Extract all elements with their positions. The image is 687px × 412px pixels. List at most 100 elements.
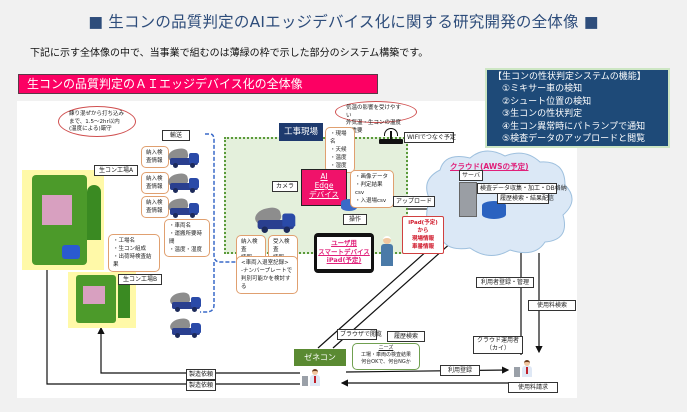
vehicle-record-box: <車両入退室記録> -ナンバープレートで 判別可能かを検討する [236,256,298,294]
receive-check-line: 受入検査 [273,239,290,253]
vehicle-info-line: ・運搬所要時間 [169,231,203,245]
delivery-check-line: 納入検査 [241,239,258,253]
factory-info-line: ・出荷時検査結果 [113,254,152,268]
factory-info-line: ・生コン組成 [113,246,147,252]
site-info-line: ・現場名 [330,131,347,145]
vehicle-info-line: ・車両名 [169,223,192,229]
cloud-function-search: 履歴検索・結果配信 [497,193,554,204]
bubble-line: 気温の影響を受けやすい [346,105,402,119]
upload-label: アップロード [393,196,435,207]
user-management-label: 利用者登録・管理 [476,277,534,288]
delivery-info-1: 納入検査情報 [141,146,169,168]
mixer-truck-icon [253,205,297,233]
ipad-send-box: iPad(予定)から 現場情報 車番情報 [402,216,444,254]
wifi-router-icon [379,128,403,146]
ai-edge-line: Edge [314,181,334,190]
factory-truck [62,245,80,259]
vehicle-record-line: -ナンバープレートで [241,268,293,274]
feature-item: ③生コンの性状判定 [502,109,583,120]
factory-a-label: 生コン工場A [94,165,138,176]
features-box: 【生コンの性状判定システムの機能】 ①ミキサー車の検知 ②シュート位置の検知 ③… [485,68,670,148]
database-icon [482,201,506,219]
bubble-line: まで、1.5～2hr以内 [69,118,120,125]
needs-line: 工場・車両の検査結果 [360,352,411,358]
user-register-label: 利用登録 [440,365,480,376]
cloud-operator-person-icon [514,359,536,379]
site-info-line: ・温度 [330,155,347,161]
zenecon-person-icon [302,368,324,388]
edge-data-line: ・入退場csv [355,198,387,204]
zenecon-label: ゼネコン [294,349,346,366]
delivery-info-2: 納入検査情報 [141,172,169,194]
feature-item: ②シュート位置の検知 [502,96,592,107]
page-title: ■ 生コンの品質判定のAIエッジデバイス化に関する研究開発の全体像 ■ [88,13,599,31]
cloud-operator-label: クラウド運用者 （カイ） [473,336,523,354]
bubble-line: 練り混ぜから打ち込み [69,111,125,117]
bubble-line: (温度による)厳守 [69,126,112,132]
factory-info-box: ・工場名 ・生コン組成 ・出荷時検査結果 [108,234,160,272]
factory-b-label: 生コン工場B [118,274,162,285]
site-info-line: ・湿度 [330,163,347,169]
ipad-send-line: 車番情報 [411,244,434,250]
manufacture-request-b-line [97,326,300,374]
features-title: 【生コンの性状判定システムの機能】 [493,72,646,82]
cloud-title: クラウド(AWSの予定) [450,162,529,171]
factory-a-image [22,170,104,270]
feature-item: ⑤検査データのアップロードと閲覧 [502,134,646,145]
server-label: サーバ [459,170,483,181]
fee-billing-label: 使用料請求 [508,382,558,393]
section-title: 生コンの品質判定のＡＩエッジデバイス化の全体像 [18,74,378,94]
site-title: 工事現場 [279,123,323,141]
edge-data-line: ・判定結果csv [355,182,383,196]
mixer-truck-icon [168,317,202,338]
ipad-line: スマートデバイス [318,247,370,256]
transport-label: 輸送 [162,130,190,141]
cloud-operator-line: （カイ） [485,345,510,352]
edge-data-line: ・画像データ [355,174,389,180]
mixer-truck-icon [166,172,200,193]
user-register-arrow [345,366,510,374]
delivery-info-3: 納入検査情報 [141,196,169,218]
server-icon [459,182,477,217]
vehicle-info-line: ・温度・湿度 [169,247,203,253]
factory-silo [118,280,130,318]
browser-label: ブラウザで閲覧 [337,329,382,340]
transport-dashed-line-lower [200,262,215,313]
transport-dashed-line [205,133,244,263]
factory-mixer [83,286,105,304]
wifi-label: WIFIでつなぐ予定 [404,132,456,143]
ipad-screen: ユーザ用 スマートデバイス iPad(予定) [317,237,371,269]
camera-label: カメラ [272,181,298,192]
mixer-truck-icon [168,291,202,312]
manufacture-request-label-1: 製造依頼 [186,369,216,380]
ai-edge-line: デバイス [309,190,339,199]
ipad-send-line: 現場情報 [411,236,434,242]
worker-icon [381,236,393,266]
fee-search-label: 使用料検索 [528,300,576,311]
cloud-operator-line: クラウド運用者 [476,337,519,344]
ipad-line: iPad(予定) [326,256,362,264]
mixer-truck-icon [166,197,200,218]
mixer-truck-icon [166,147,200,168]
vehicle-record-line: <車両入退室記録> [241,260,289,266]
manufacture-request-label-2: 製造依頼 [186,380,216,391]
ipad-line: ユーザ用 [331,239,357,247]
ai-edge-line: AI [320,172,328,181]
edge-data-box: ・画像データ ・判定結果csv ・入退場csv [350,170,394,208]
vehicle-record-line: 判別可能かを検討する [241,276,291,290]
page-subtitle: 下記に示す全体像の中で、当事業で組むのは薄緑の枠で示した部分のシステム構築です。 [30,48,429,59]
history-label: 履歴検索 [387,331,425,342]
ipad-send-line: iPad(予定)から [408,220,438,234]
vehicle-info-box: ・車両名 ・運搬所要時間 ・温度・湿度 [164,219,210,257]
feature-item: ①ミキサー車の検知 [502,84,583,95]
needs-box: ニーズ 工場・車両の検査結果 何台OKで、何台NGか [352,343,420,370]
bubble-temperature: 気温の影響を受けやすい 外気温・生コンの温度が重要 [335,101,417,134]
ipad-device: ユーザ用 スマートデバイス iPad(予定) [314,233,374,273]
needs-title: ニーズ [378,345,394,351]
bubble-time-limit: 練り混ぜから打ち込み まで、1.5～2hr以内 (温度による)厳守 [58,106,136,137]
factory-mixer [42,195,72,225]
factory-silo [87,185,101,240]
operation-label: 操作 [343,214,367,225]
ai-edge-device: AI Edge デバイス [301,169,347,206]
factory-info-line: ・工場名 [113,238,136,244]
